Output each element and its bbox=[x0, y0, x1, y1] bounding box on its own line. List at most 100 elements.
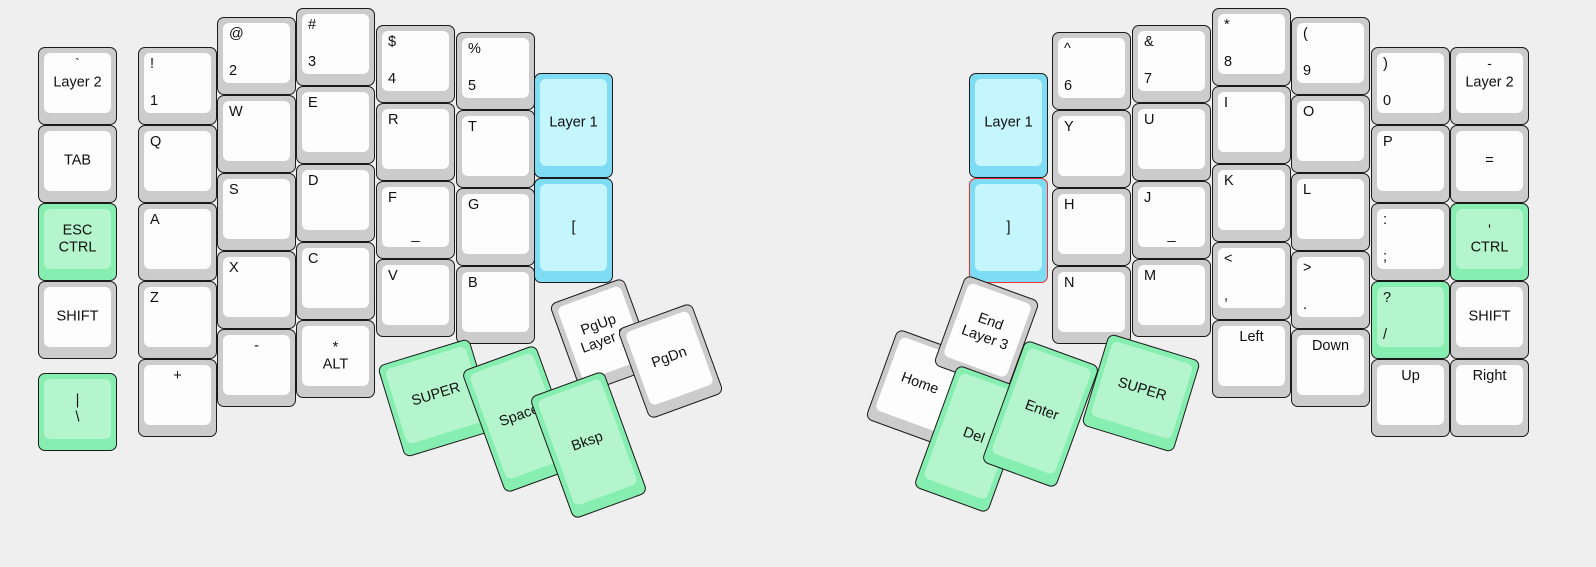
key-key[interactable]: :; bbox=[1371, 203, 1450, 281]
key-label: C bbox=[308, 251, 319, 267]
key-p[interactable]: P bbox=[1371, 125, 1450, 203]
key-left[interactable]: Left bbox=[1212, 320, 1291, 398]
key-n[interactable]: N bbox=[1052, 266, 1131, 344]
key-label: 8 bbox=[1224, 53, 1233, 70]
key-label: - bbox=[254, 338, 259, 354]
key-key[interactable]: >. bbox=[1291, 251, 1370, 329]
key-label: _ bbox=[1167, 226, 1176, 243]
key-h[interactable]: H bbox=[1052, 188, 1131, 266]
key-8[interactable]: *8 bbox=[1212, 8, 1291, 86]
key-key[interactable]: <, bbox=[1212, 242, 1291, 320]
key-label: 7 bbox=[1144, 70, 1153, 87]
key-u[interactable]: U bbox=[1132, 103, 1211, 181]
key-label: N bbox=[1064, 275, 1075, 291]
key-cap: |\ bbox=[44, 379, 111, 439]
key-super[interactable]: SUPER bbox=[1081, 333, 1201, 453]
key-label: W bbox=[229, 104, 243, 120]
key-3[interactable]: #3 bbox=[296, 8, 375, 86]
key-label: ( bbox=[1303, 26, 1308, 42]
key-key[interactable]: ] bbox=[969, 178, 1048, 283]
key-a[interactable]: A bbox=[138, 203, 217, 281]
key-9[interactable]: (9 bbox=[1291, 17, 1370, 95]
key-cap: D bbox=[302, 170, 369, 230]
key-cap: 'CTRL bbox=[1456, 209, 1523, 269]
key-ctrl[interactable]: 'CTRL bbox=[1450, 203, 1529, 281]
key-cap: C bbox=[302, 248, 369, 308]
key-x[interactable]: X bbox=[217, 251, 296, 329]
key-r[interactable]: R bbox=[376, 103, 455, 181]
key-cap: P bbox=[1377, 131, 1444, 191]
key-cap: H bbox=[1058, 194, 1125, 254]
key-w[interactable]: W bbox=[217, 95, 296, 173]
key-down[interactable]: Down bbox=[1291, 329, 1370, 407]
key-t[interactable]: T bbox=[456, 110, 535, 188]
key-key[interactable]: ?/ bbox=[1371, 281, 1450, 359]
key-k[interactable]: K bbox=[1212, 164, 1291, 242]
key-5[interactable]: %5 bbox=[456, 32, 535, 110]
key-label: 4 bbox=[388, 70, 397, 87]
key-z[interactable]: Z bbox=[138, 281, 217, 359]
key-key[interactable]: - bbox=[217, 329, 296, 407]
key-key[interactable]: + bbox=[138, 359, 217, 437]
key-0[interactable]: )0 bbox=[1371, 47, 1450, 125]
key-label: 6 bbox=[1064, 77, 1073, 94]
key-label: Layer 2 bbox=[1465, 74, 1514, 91]
key-key[interactable]: F_ bbox=[376, 181, 455, 259]
key-key[interactable]: [ bbox=[534, 178, 613, 283]
key-l[interactable]: L bbox=[1291, 173, 1370, 251]
key-key[interactable]: |\ bbox=[38, 373, 117, 451]
key-cap: :; bbox=[1377, 209, 1444, 269]
key-q[interactable]: Q bbox=[138, 125, 217, 203]
key-cap: + bbox=[144, 365, 211, 425]
key-d[interactable]: D bbox=[296, 164, 375, 242]
key-right[interactable]: Right bbox=[1450, 359, 1529, 437]
key-label: |\ bbox=[75, 392, 80, 425]
key-cap: M bbox=[1138, 265, 1205, 325]
key-2[interactable]: @2 bbox=[217, 17, 296, 95]
key-g[interactable]: G bbox=[456, 188, 535, 266]
key-bksp[interactable]: Bksp bbox=[529, 370, 648, 520]
key-label: T bbox=[468, 119, 477, 135]
key-label: E bbox=[308, 95, 318, 111]
key-cap: &7 bbox=[1138, 31, 1205, 91]
key-cap: Right bbox=[1456, 365, 1523, 425]
key-key[interactable]: = bbox=[1450, 125, 1529, 203]
key-6[interactable]: ^6 bbox=[1052, 32, 1131, 110]
key-layer-1[interactable]: Layer 1 bbox=[534, 73, 613, 178]
key-1[interactable]: !1 bbox=[138, 47, 217, 125]
key-up[interactable]: Up bbox=[1371, 359, 1450, 437]
key-m[interactable]: M bbox=[1132, 259, 1211, 337]
key-layer-1[interactable]: Layer 1 bbox=[969, 73, 1048, 178]
key-label: A bbox=[150, 212, 160, 228]
key-alt[interactable]: *ALT bbox=[296, 320, 375, 398]
key-v[interactable]: V bbox=[376, 259, 455, 337]
key-cap: L bbox=[1297, 179, 1364, 239]
key-y[interactable]: Y bbox=[1052, 110, 1131, 188]
key-layer-2[interactable]: `Layer 2 bbox=[38, 47, 117, 125]
key-e[interactable]: E bbox=[296, 86, 375, 164]
key-i[interactable]: I bbox=[1212, 86, 1291, 164]
key-label: Down bbox=[1311, 338, 1350, 354]
key-b[interactable]: B bbox=[456, 266, 535, 344]
key-shift[interactable]: SHIFT bbox=[38, 281, 117, 359]
key-4[interactable]: $4 bbox=[376, 25, 455, 103]
key-key[interactable]: J_ bbox=[1132, 181, 1211, 259]
key-c[interactable]: C bbox=[296, 242, 375, 320]
key-cap: %5 bbox=[462, 38, 529, 98]
key-label: $ bbox=[388, 34, 397, 50]
key-cap: `Layer 2 bbox=[44, 53, 111, 113]
key-layer-2[interactable]: -Layer 2 bbox=[1450, 47, 1529, 125]
key-tab[interactable]: TAB bbox=[38, 125, 117, 203]
key-7[interactable]: &7 bbox=[1132, 25, 1211, 103]
key-cap: - bbox=[223, 335, 290, 395]
key-cap: !1 bbox=[144, 53, 211, 113]
key-o[interactable]: O bbox=[1291, 95, 1370, 173]
key-s[interactable]: S bbox=[217, 173, 296, 251]
key-shift[interactable]: SHIFT bbox=[1450, 281, 1529, 359]
key-cap: ] bbox=[975, 184, 1042, 271]
key-cap: N bbox=[1058, 272, 1125, 332]
key-label: B bbox=[468, 275, 478, 291]
